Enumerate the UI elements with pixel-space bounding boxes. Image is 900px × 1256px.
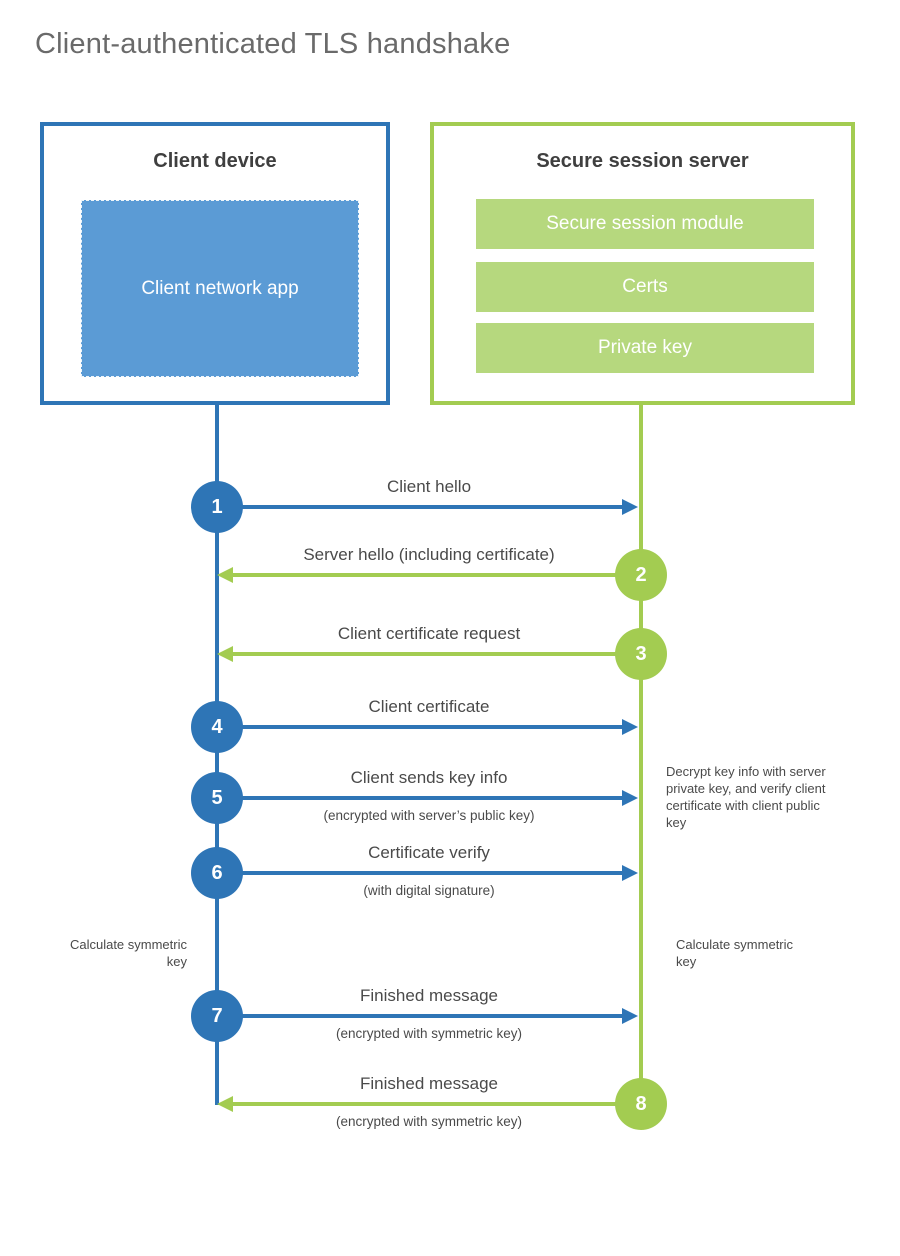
- message-label: Certificate verify: [368, 843, 490, 862]
- page-title: Client-authenticated TLS handshake: [35, 28, 511, 60]
- message-label: Client hello: [386, 477, 472, 496]
- message-sublabel: (encrypted with symmetric key): [335, 1026, 523, 1041]
- client-network-app-box: Client network app: [81, 200, 359, 377]
- message-label: Finished message: [360, 1074, 498, 1093]
- arrow-head-left-icon: [217, 646, 233, 662]
- step-circle: 8: [615, 1078, 667, 1130]
- arrow-head-right-icon: [622, 865, 638, 881]
- secure-session-server-box: Secure session server Secure session mod…: [430, 122, 855, 405]
- message-arrow: [233, 1102, 641, 1106]
- client-network-app-label: Client network app: [141, 277, 299, 299]
- client-device-box: Client device Client network app: [40, 122, 390, 405]
- arrow-head-right-icon: [622, 790, 638, 806]
- message-arrow: [233, 652, 641, 656]
- step-circle: 1: [191, 481, 243, 533]
- message-arrow: [217, 1014, 624, 1018]
- server-private-key-bar: Private key: [476, 323, 814, 373]
- arrow-head-left-icon: [217, 1096, 233, 1112]
- step-circle: 4: [191, 701, 243, 753]
- step-circle: 2: [615, 549, 667, 601]
- calculate-symmetric-key-left: Calculate symmetric key: [69, 937, 187, 970]
- step-circle: 3: [615, 628, 667, 680]
- step-circle: 6: [191, 847, 243, 899]
- message-arrow: [217, 871, 624, 875]
- client-device-heading: Client device: [153, 150, 277, 172]
- message-label: Client certificate: [368, 697, 490, 716]
- calculate-symmetric-key-right: Calculate symmetric key: [676, 937, 794, 970]
- server-heading: Secure session server: [536, 150, 749, 172]
- message-sublabel: (encrypted with server’s public key): [323, 808, 535, 823]
- message-arrow: [233, 573, 641, 577]
- message-arrow: [217, 505, 624, 509]
- step-circle: 7: [191, 990, 243, 1042]
- message-label: Server hello (including certificate): [303, 545, 555, 564]
- message-arrow: [217, 796, 624, 800]
- message-sublabel: (with digital signature): [363, 883, 495, 898]
- client-lifeline: [215, 405, 219, 1105]
- arrow-head-right-icon: [622, 1008, 638, 1024]
- arrow-head-left-icon: [217, 567, 233, 583]
- message-sublabel: (encrypted with symmetric key): [335, 1114, 523, 1129]
- message-label: Client sends key info: [350, 768, 508, 787]
- decrypt-key-note: Decrypt key info with server private key…: [666, 764, 826, 831]
- server-module-bar: Secure session module: [476, 199, 814, 249]
- message-arrow: [217, 725, 624, 729]
- server-lifeline: [639, 405, 643, 1105]
- arrow-head-right-icon: [622, 499, 638, 515]
- message-label: Client certificate request: [337, 624, 521, 643]
- message-label: Finished message: [360, 986, 498, 1005]
- server-certs-bar: Certs: [476, 262, 814, 312]
- step-circle: 5: [191, 772, 243, 824]
- arrow-head-right-icon: [622, 719, 638, 735]
